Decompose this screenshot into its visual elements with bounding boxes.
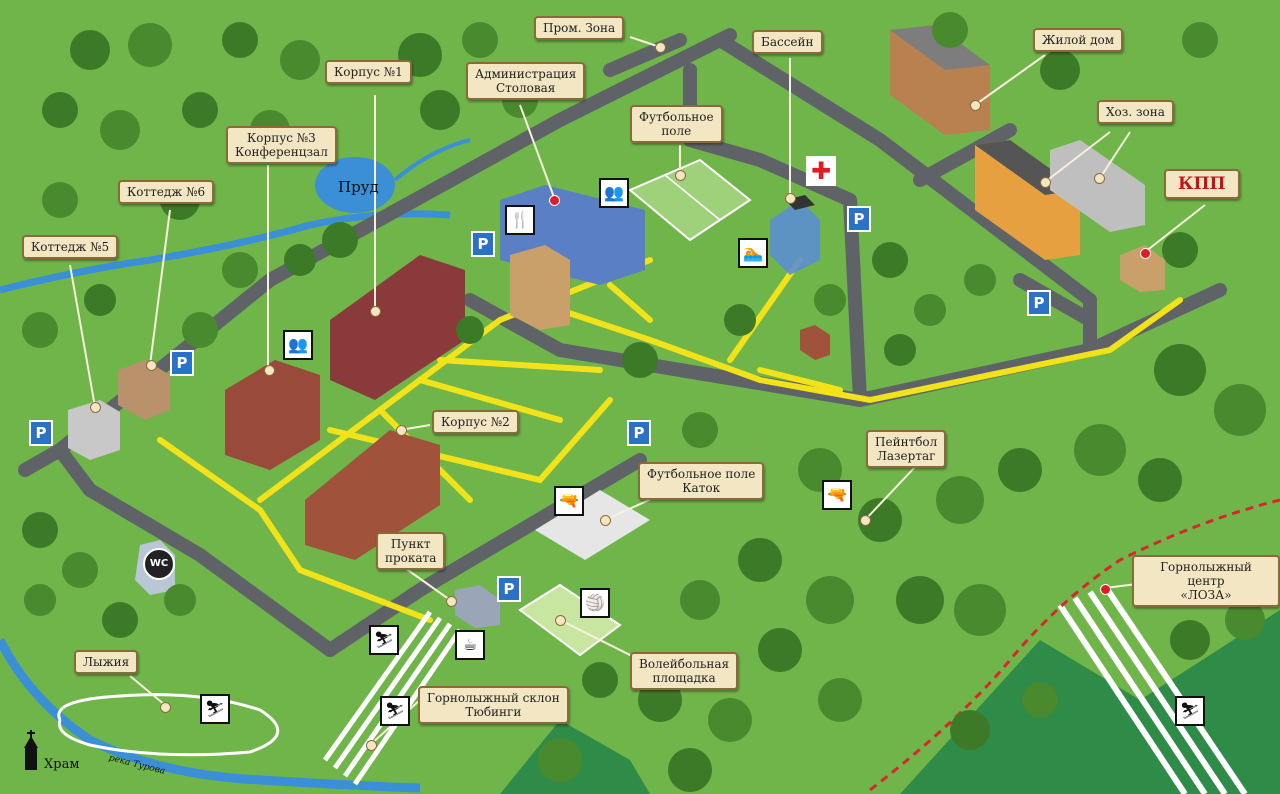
pin-pool (785, 193, 796, 204)
parking-icon: P (847, 206, 871, 232)
pin-building-1 (370, 306, 381, 317)
first-aid-cross-icon: ✚ (806, 156, 836, 186)
pin-utility-zone (1094, 173, 1105, 184)
restaurant-icon: 🍴 (505, 205, 535, 235)
paintball-icon: 🔫 (554, 486, 584, 516)
label-checkpoint: КПП (1164, 169, 1240, 199)
ski-track (57, 693, 280, 757)
football-field (628, 158, 752, 242)
skiing-icon: ⛷ (1175, 696, 1205, 726)
pin-ski-track (160, 702, 171, 713)
label-ski-center: Горнолыжный центр «ЛОЗА» (1132, 555, 1280, 607)
paintball-icon: 🔫 (822, 480, 852, 510)
cafe-icon: ☕ (455, 630, 485, 660)
mountain-right (900, 610, 1280, 794)
river-south (0, 637, 421, 793)
parking-icon: P (497, 576, 521, 602)
pin-utility-zone-2 (1040, 177, 1051, 188)
pin-football-field (675, 170, 686, 181)
volleyball-icon: 🏐 (580, 588, 610, 618)
label-industrial-zone: Пром. Зона (534, 16, 625, 40)
label-building-3: Корпус №3 Конференцзал (226, 126, 337, 164)
label-utility-zone: Хоз. зона (1097, 100, 1174, 124)
pin-ski-center (1100, 584, 1111, 595)
trees (22, 12, 1266, 792)
parking-icon: P (29, 420, 53, 446)
label-building-1: Корпус №1 (325, 60, 412, 84)
pin-cottage-6 (146, 360, 157, 371)
ski-route (869, 498, 1280, 792)
pin-residential (970, 100, 981, 111)
pin-ski-slope (366, 740, 377, 751)
pin-rental-point (446, 596, 457, 607)
skiing-icon: ⛷ (200, 694, 230, 724)
parking-icon: P (170, 350, 194, 376)
label-cottage-5: Коттедж №5 (22, 235, 119, 259)
label-pond: Пруд (338, 178, 379, 196)
tubing-icon: ⛷ (369, 625, 399, 655)
label-church: Храм (44, 757, 80, 772)
label-volleyball: Волейбольная площадка (630, 652, 739, 690)
ski-slope-right (1057, 584, 1248, 794)
ice-rink-field (535, 490, 650, 560)
buildings (68, 25, 1165, 628)
pin-paintball (860, 515, 871, 526)
pin-cottage-5 (90, 402, 101, 413)
wc-icon: WC (143, 548, 175, 580)
tubing-icon: ⛷ (380, 696, 410, 726)
label-pool: Бассейн (752, 30, 823, 54)
label-football-rink: Футбольное поле Каток (638, 462, 765, 500)
label-football-field: Футбольное поле (630, 105, 723, 143)
pin-football-rink (600, 515, 611, 526)
label-residential: Жилой дом (1033, 28, 1124, 52)
people-icon: 👥 (599, 178, 629, 208)
label-rental-point: Пункт проката (376, 532, 446, 570)
parking-icon: P (471, 231, 495, 257)
parking-icon: P (1027, 290, 1051, 316)
label-cottage-6: Коттедж №6 (118, 180, 215, 204)
church-icon (22, 730, 40, 770)
pin-volleyball (555, 615, 566, 626)
label-paintball: Пейнтбол Лазертаг (866, 430, 947, 468)
pin-industrial-zone (655, 42, 666, 53)
label-ski-slope: Горнолыжный склон Тюбинги (418, 686, 569, 724)
label-administration: Администрация Столовая (466, 62, 586, 100)
pin-building-3 (264, 365, 275, 376)
label-building-2: Корпус №2 (432, 410, 519, 434)
pin-checkpoint (1140, 248, 1151, 259)
label-ski-track: Лыжия (74, 650, 139, 674)
conference-icon: 👥 (283, 330, 313, 360)
stream (393, 138, 471, 182)
pin-building-2 (396, 425, 407, 436)
parking-icon: P (627, 420, 651, 446)
pin-administration (549, 195, 560, 206)
swimming-icon: 🏊 (738, 238, 768, 268)
